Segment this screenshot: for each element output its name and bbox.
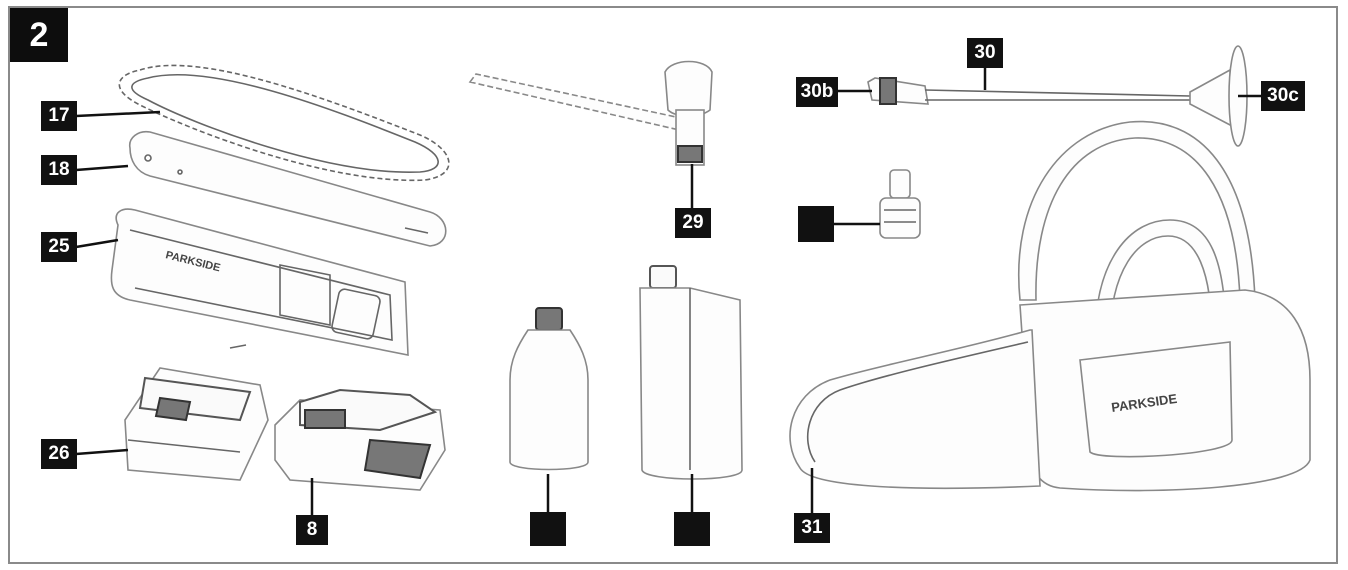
- label-bar: 18: [41, 155, 77, 185]
- label-oil-canister: [674, 512, 710, 546]
- label-grease-gun: 30: [967, 38, 1003, 68]
- oil-bottle-drawing: [509, 307, 589, 471]
- leader-18: [75, 164, 129, 172]
- bag-drawing: [789, 120, 1311, 492]
- saw-chain-drawing: [118, 64, 450, 182]
- charger-drawing: [124, 344, 269, 481]
- label-oil-bottle: [530, 512, 566, 546]
- oil-canister-drawing: [639, 265, 743, 480]
- label-charger: 26: [41, 439, 77, 469]
- bar-cover-drawing: [110, 208, 409, 356]
- label-chain: 17: [41, 101, 77, 131]
- guide-bar-drawing: [128, 130, 447, 247]
- label-grease-gun-head: 30c: [1261, 81, 1305, 111]
- leader-25: [75, 238, 119, 249]
- figure-number: 2: [10, 8, 68, 62]
- label-battery: 8: [296, 515, 328, 545]
- label-wrench: 29: [675, 208, 711, 238]
- leader-26: [75, 448, 129, 456]
- label-adapter: [798, 206, 834, 242]
- label-grease-gun-connector: 30b: [796, 77, 838, 107]
- label-bar-cover: 25: [41, 232, 77, 262]
- adapter-drawing: [879, 169, 921, 239]
- figure-frame: [8, 6, 1338, 564]
- battery-drawing: [274, 388, 446, 491]
- wrench-drawing: [468, 60, 713, 166]
- label-bag: 31: [794, 513, 830, 543]
- grease-gun-drawing: [867, 45, 1248, 147]
- leader-17: [75, 110, 161, 118]
